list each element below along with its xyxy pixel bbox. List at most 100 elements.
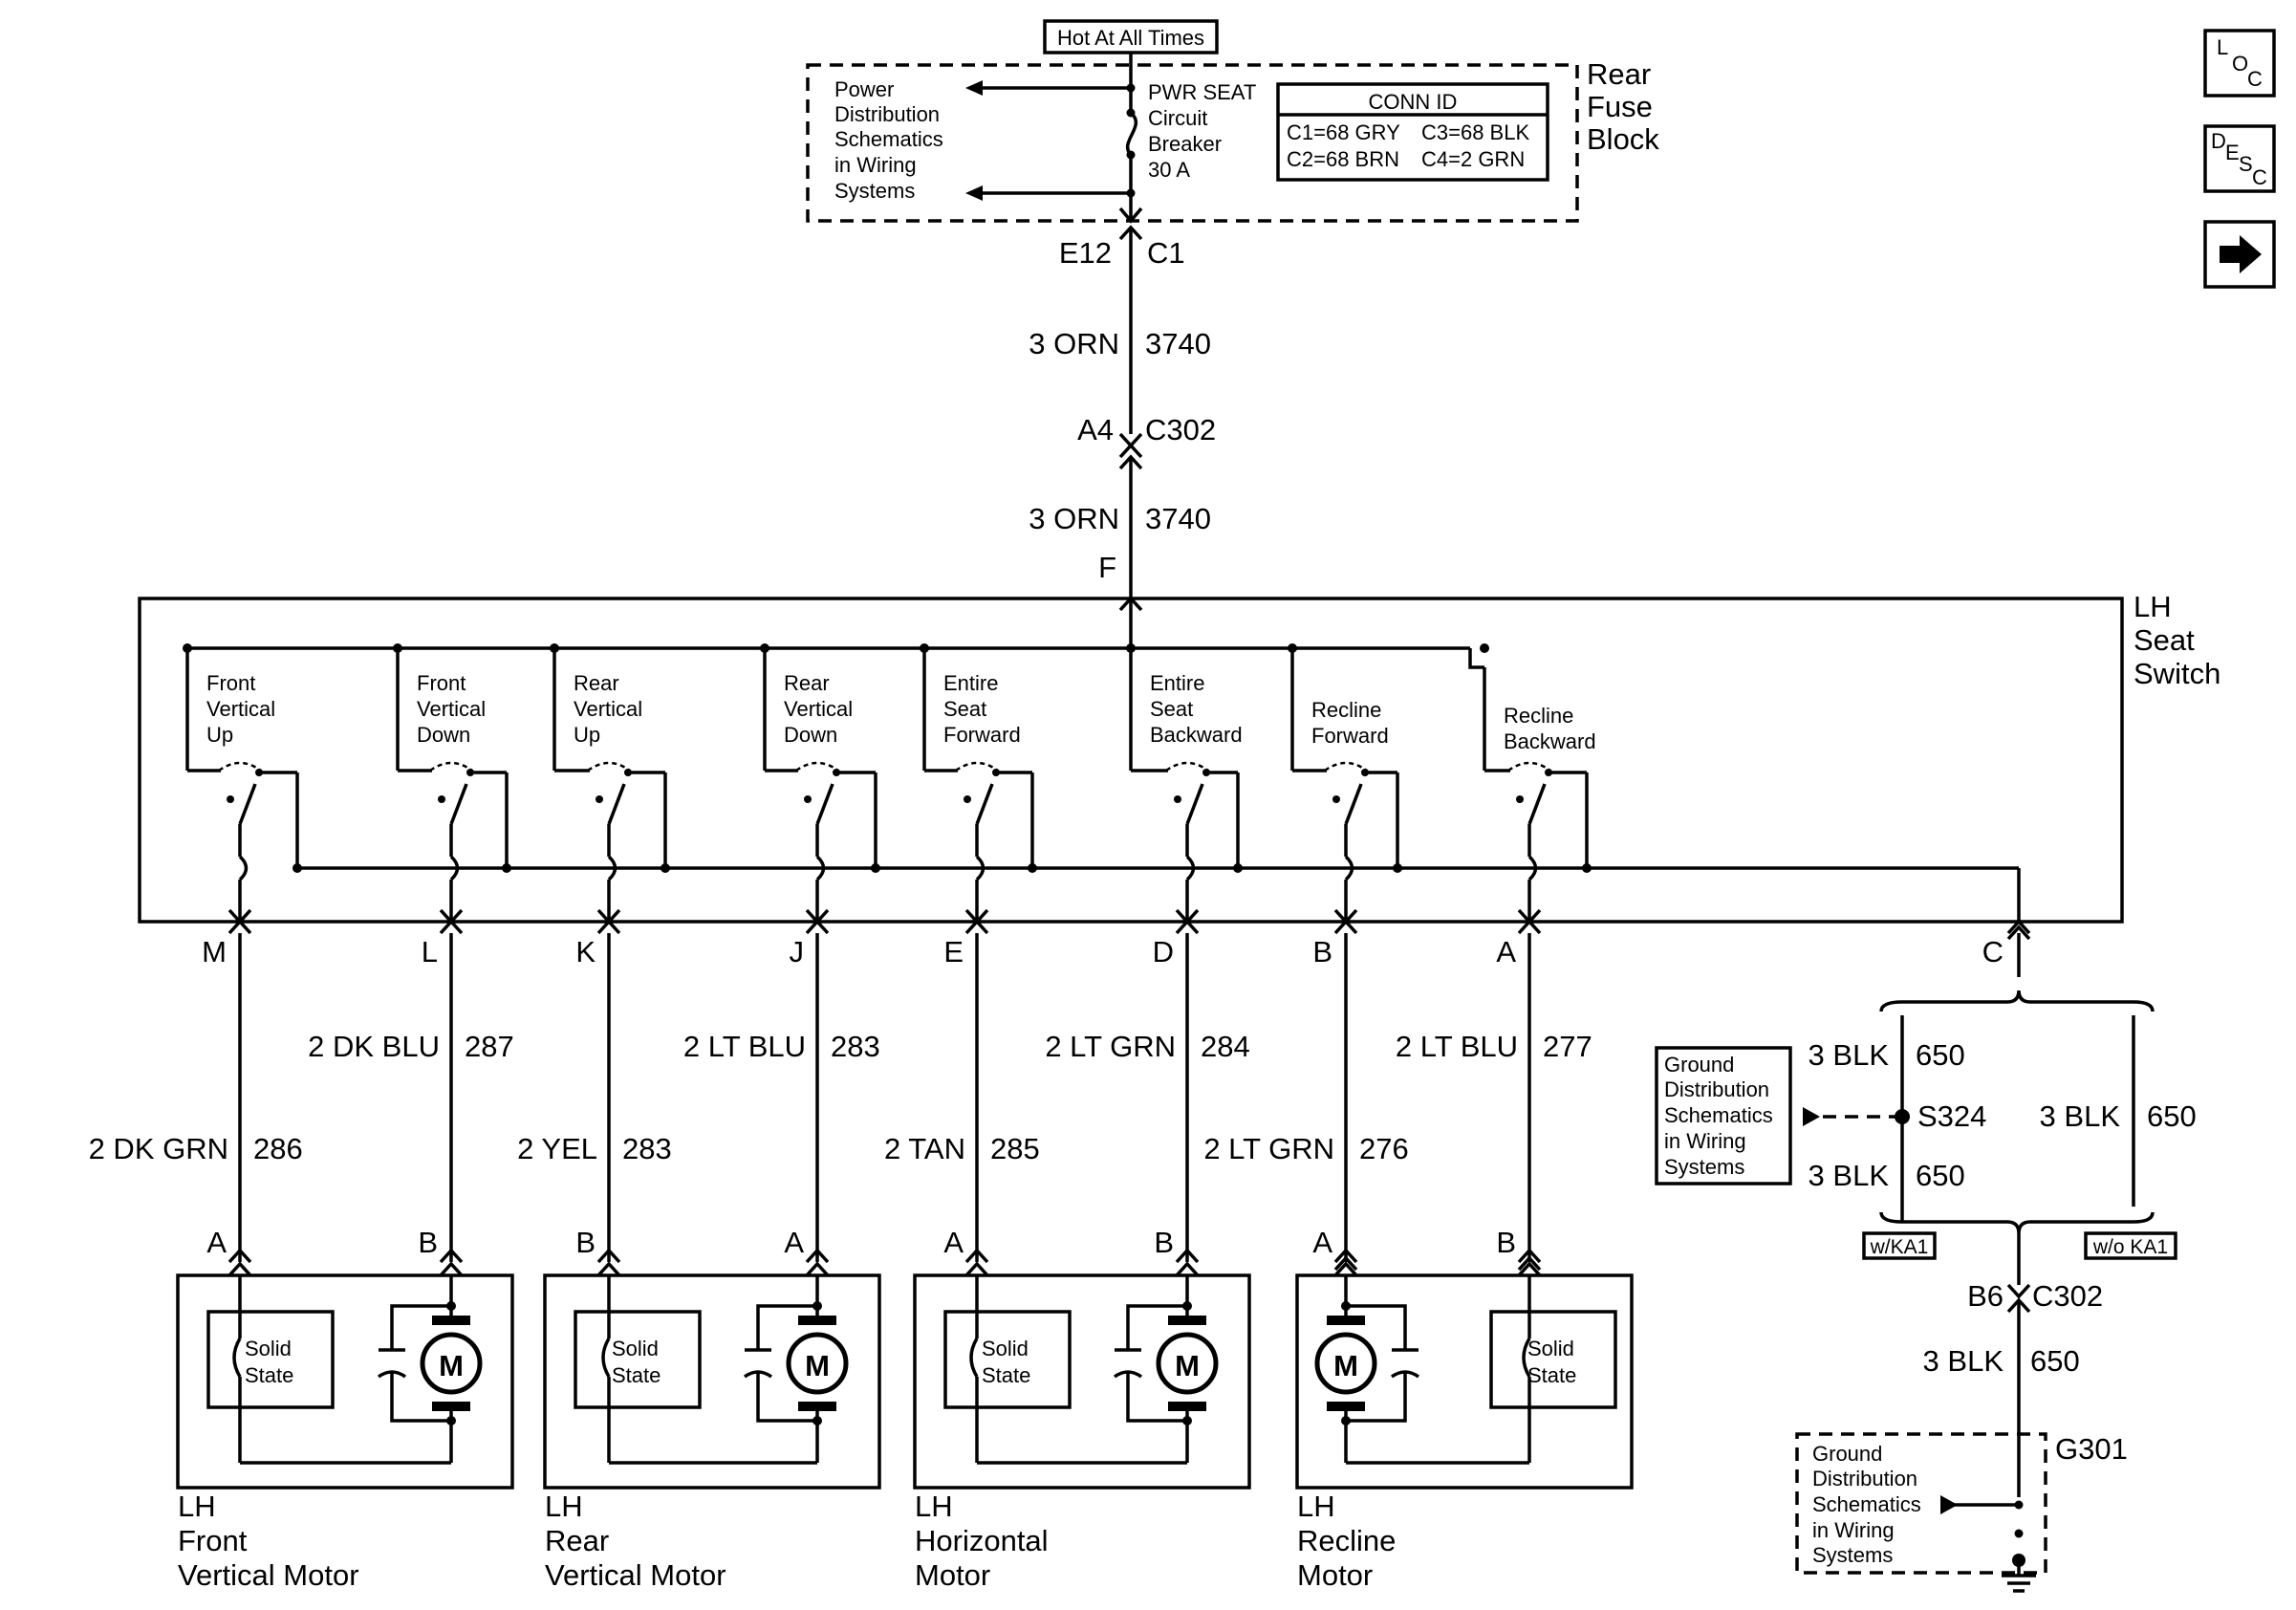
lower-ground-wire-color: 3 BLK bbox=[1809, 1159, 1890, 1192]
svg-text:C4=2 GRN: C4=2 GRN bbox=[1421, 147, 1525, 171]
desc-letter-c: C bbox=[2252, 165, 2267, 189]
svg-text:PWR SEAT: PWR SEAT bbox=[1148, 80, 1256, 104]
motor-1-pin-a: A bbox=[206, 1226, 227, 1259]
switch-label-1-line-1: Front bbox=[206, 671, 255, 695]
desc-letter-s: S bbox=[2239, 152, 2253, 176]
motor-symbol-icon-4: M bbox=[1314, 1275, 1420, 1434]
switch-label-1-line-3: Up bbox=[206, 723, 233, 747]
final-ground-wire-color: 3 BLK bbox=[1923, 1344, 2004, 1378]
motor-name-1-line-3: Vertical Motor bbox=[178, 1558, 359, 1592]
switch-group: FrontVerticalUpFrontVerticalDownRearVert… bbox=[183, 643, 1596, 925]
switch-label-6-line-2: Seat bbox=[1150, 697, 1193, 721]
solid-state-label-1-line-1: Solid bbox=[245, 1337, 292, 1360]
gds-reference-label: Ground Distribution Schematics in Wiring… bbox=[1664, 1053, 1773, 1179]
output-wire-color-4: 2 LT BLU bbox=[683, 1030, 806, 1063]
output-wire-color-3: 2 YEL bbox=[517, 1132, 597, 1165]
motor-2-pin-b: B bbox=[575, 1226, 596, 1259]
svg-text:C1=68 GRY: C1=68 GRY bbox=[1287, 120, 1400, 144]
main-feed-wire: E12 C1 3 ORN 3740 A4 C302 3 ORN 3740 F bbox=[1029, 207, 1216, 612]
svg-text:Ground: Ground bbox=[1664, 1053, 1734, 1077]
motor-name-4-line-3: Motor bbox=[1297, 1558, 1373, 1592]
motor-name-3-line-3: Motor bbox=[915, 1558, 990, 1592]
svg-text:Distribution: Distribution bbox=[1812, 1467, 1917, 1490]
svg-text:Systems: Systems bbox=[1664, 1155, 1744, 1179]
svg-text:C3=68 BLK: C3=68 BLK bbox=[1421, 120, 1529, 144]
switch-label-2-line-1: Front bbox=[417, 671, 466, 695]
output-wire-circuit-8: 277 bbox=[1543, 1030, 1592, 1063]
output-wire-circuit-4: 283 bbox=[831, 1030, 880, 1063]
switch-label-7-line-1: Recline bbox=[1311, 698, 1381, 722]
svg-text:in Wiring: in Wiring bbox=[1812, 1518, 1895, 1542]
svg-text:Systems: Systems bbox=[1812, 1543, 1893, 1567]
desc-letter-d: D bbox=[2211, 129, 2226, 153]
switch-label-6-line-1: Entire bbox=[1150, 671, 1204, 695]
rear-fuse-block: Hot At All Times Power Distribution Sche… bbox=[806, 19, 1659, 223]
wire-3740-upper-circuit: 3740 bbox=[1145, 327, 1211, 360]
rear-fuse-block-title: Rear Fuse Block bbox=[1587, 57, 1659, 156]
svg-text:C2=68 BRN: C2=68 BRN bbox=[1287, 147, 1399, 171]
switch-label-3-line-1: Rear bbox=[574, 671, 619, 695]
output-pin-l: L bbox=[422, 935, 438, 968]
svg-text:Ground: Ground bbox=[1812, 1442, 1882, 1466]
output-pin-m: M bbox=[202, 935, 227, 968]
next-page-button[interactable] bbox=[2203, 220, 2276, 289]
motor-symbol-icon-1: M bbox=[377, 1275, 483, 1434]
motor-name-2-line-1: LH bbox=[545, 1490, 583, 1523]
solid-state-label-2-line-2: State bbox=[612, 1363, 661, 1387]
motor-3-pin-a: A bbox=[943, 1226, 964, 1259]
switch-label-1-line-2: Vertical bbox=[206, 697, 275, 721]
gds2-reference-label: Ground Distribution Schematics in Wiring… bbox=[1812, 1442, 1921, 1567]
motor-symbol-icon-2: M bbox=[743, 1275, 849, 1434]
output-pin-e: E bbox=[943, 935, 964, 968]
svg-text:Power: Power bbox=[834, 77, 894, 101]
switch-label-5-line-3: Forward bbox=[943, 723, 1021, 747]
svg-text:CONN ID: CONN ID bbox=[1369, 90, 1458, 114]
motor-name-3-line-1: LH bbox=[915, 1490, 953, 1523]
lower-ground-wire-circuit: 650 bbox=[1916, 1159, 1965, 1192]
output-wire-color-5: 2 TAN bbox=[884, 1132, 965, 1165]
option-with-ka1: w/KA1 bbox=[1870, 1236, 1929, 1258]
svg-text:30 A: 30 A bbox=[1148, 158, 1190, 182]
svg-text:Schematics: Schematics bbox=[834, 127, 943, 151]
output-wire-color-2: 2 DK BLU bbox=[308, 1030, 440, 1063]
pin-b6-label: B6 bbox=[1967, 1279, 2004, 1313]
motor-4-pin-a: A bbox=[1312, 1226, 1332, 1259]
loc-button[interactable]: L O C bbox=[2203, 29, 2276, 98]
splice-s324-label: S324 bbox=[1917, 1099, 1986, 1133]
pin-f-label: F bbox=[1098, 551, 1116, 584]
conn-c1-label: C1 bbox=[1147, 236, 1185, 270]
alt-ground-wire-circuit: 650 bbox=[2147, 1099, 2197, 1133]
motor-name-2-line-3: Vertical Motor bbox=[545, 1558, 726, 1592]
switch-label-4-line-1: Rear bbox=[784, 671, 830, 695]
arrow-right-icon bbox=[2220, 235, 2262, 273]
svg-text:Switch: Switch bbox=[2134, 657, 2220, 690]
output-wire-color-6: 2 LT GRN bbox=[1045, 1030, 1176, 1063]
wire-3740-lower-color: 3 ORN bbox=[1029, 502, 1119, 535]
svg-text:Schematics: Schematics bbox=[1812, 1492, 1921, 1516]
motor-3-pin-b: B bbox=[1154, 1226, 1174, 1259]
loc-letter-l: L bbox=[2217, 35, 2228, 59]
switch-label-3-line-2: Vertical bbox=[574, 697, 642, 721]
solid-state-label-2-line-1: Solid bbox=[612, 1337, 659, 1360]
desc-button[interactable]: D E S C bbox=[2203, 124, 2276, 193]
motor-name-3-line-2: Horizontal bbox=[915, 1524, 1049, 1557]
ground-symbol-icon bbox=[2002, 1560, 2036, 1593]
output-pin-d: D bbox=[1153, 935, 1174, 968]
wire-3740-upper-color: 3 ORN bbox=[1029, 327, 1119, 360]
svg-text:Rear: Rear bbox=[1587, 57, 1651, 91]
